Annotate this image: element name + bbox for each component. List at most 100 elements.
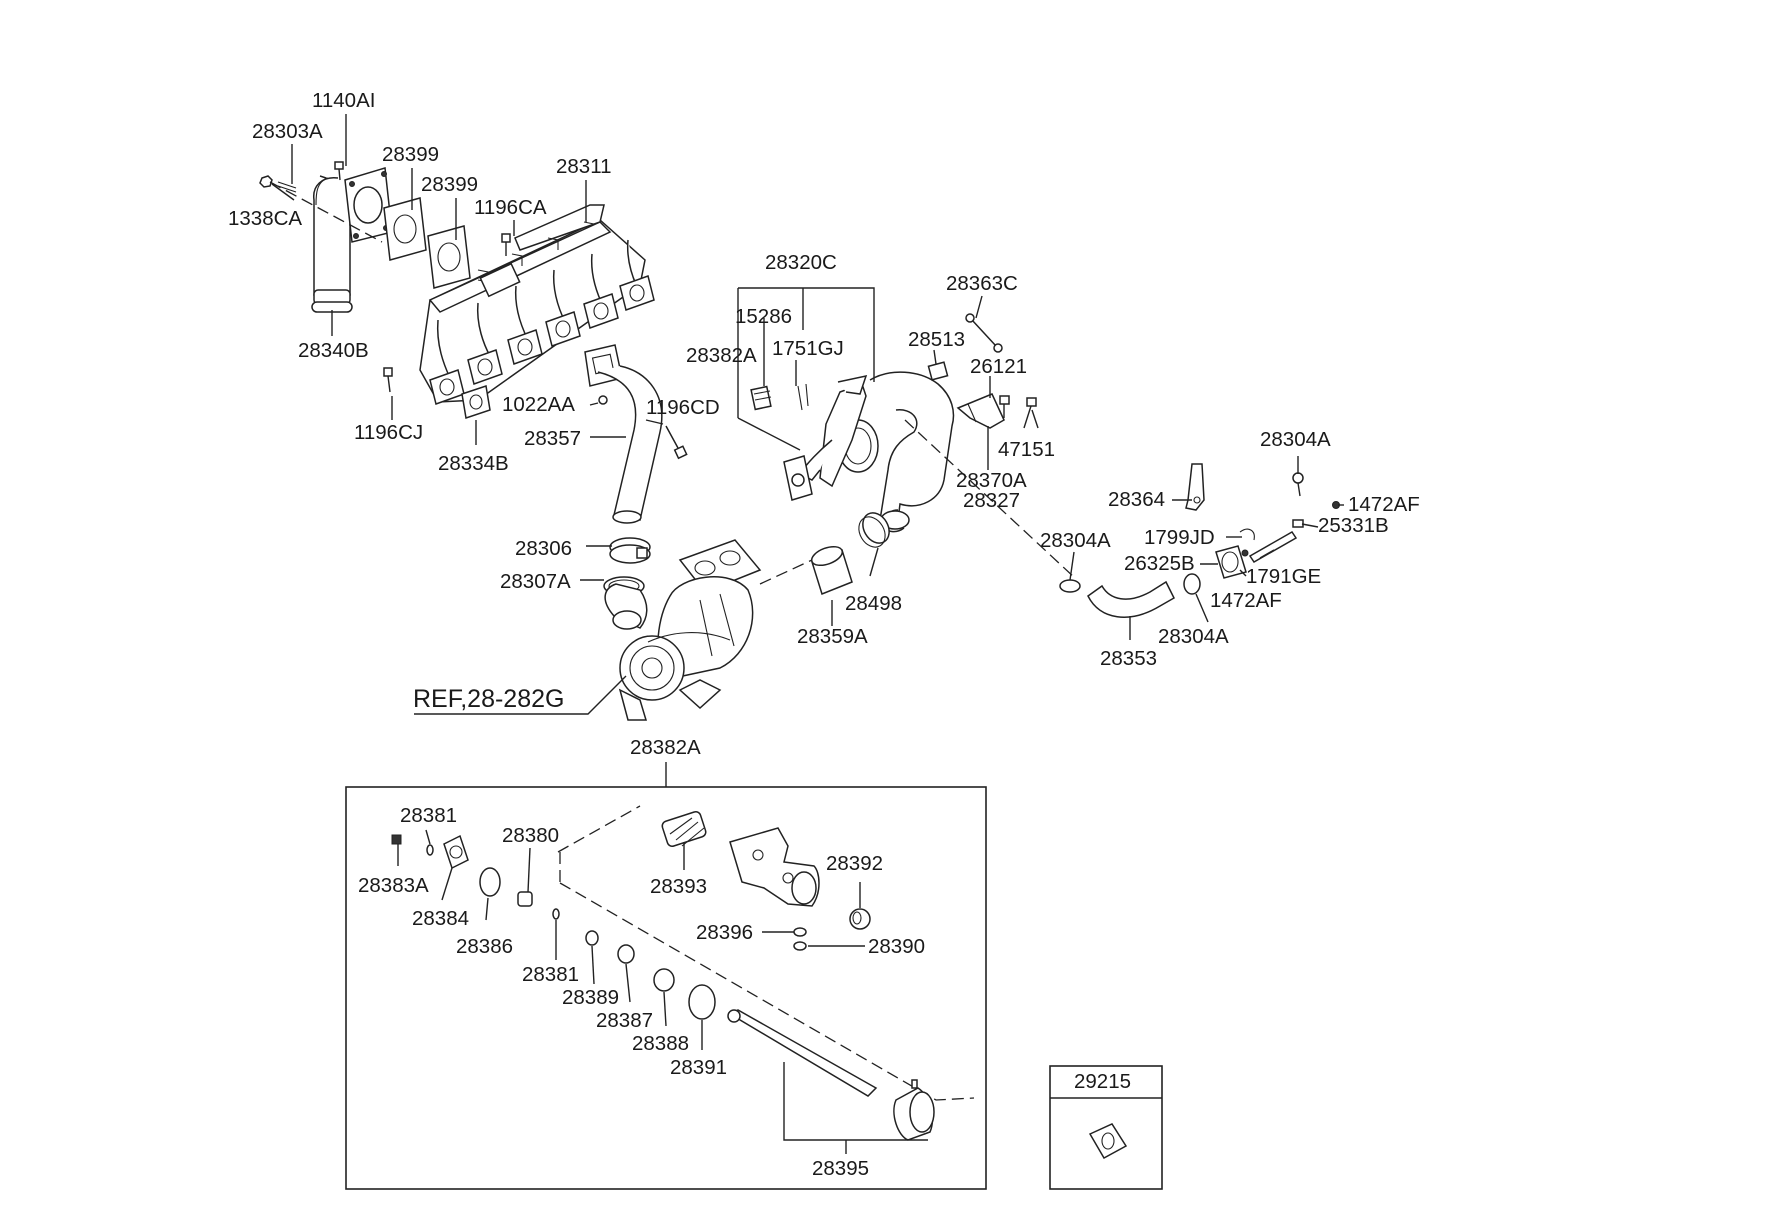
label-28363C: 28363C — [946, 272, 1018, 295]
label-28395: 28395 — [812, 1157, 869, 1180]
label-28381-top: 28381 — [400, 804, 457, 827]
label-1196CJ: 1196CJ — [354, 421, 423, 444]
connecting-pipe-28357 — [584, 344, 663, 524]
label-28391: 28391 — [670, 1056, 727, 1079]
hose-clamp-28306 — [609, 537, 651, 564]
label-28383A: 28383A — [358, 874, 429, 897]
bolt-1196CD — [665, 425, 688, 460]
label-28304A-left: 28304A — [1040, 529, 1111, 552]
clip-1751GJ — [797, 383, 809, 411]
label-28370A: 28370A — [956, 469, 1027, 492]
hose-clamp-28304A-right — [1183, 573, 1201, 595]
label-28304A-top: 28304A — [1260, 428, 1331, 451]
label-1472AF-b: 1472AF — [1210, 589, 1282, 612]
label-1338CA: 1338CA — [228, 207, 302, 230]
bracket-25331B — [1292, 519, 1304, 528]
label-28364: 28364 — [1108, 488, 1165, 511]
sensor-26325B — [1215, 545, 1247, 579]
intake-elbow-28320C — [837, 371, 955, 533]
housing-28392 — [729, 827, 820, 907]
sleeve-28513 — [927, 361, 949, 381]
label-28387: 28387 — [596, 1009, 653, 1032]
label-28359A: 28359A — [797, 625, 868, 648]
label-28340B: 28340B — [298, 339, 369, 362]
spring-28393 — [661, 811, 707, 847]
label-25331B: 25331B — [1318, 514, 1389, 537]
plug-28380 — [517, 891, 533, 907]
cover-28384 — [443, 834, 469, 870]
label-28304A-right: 28304A — [1158, 625, 1229, 648]
label-1196CA: 1196CA — [474, 196, 547, 219]
label-15286: 15286 — [735, 305, 792, 328]
bracket-28364 — [1185, 463, 1205, 511]
label-28384: 28384 — [412, 907, 469, 930]
bushing-28388 — [653, 968, 675, 992]
bolt-1140AI — [334, 161, 344, 181]
label-1022AA: 1022AA — [502, 393, 575, 416]
label-1799JD: 1799JD — [1144, 526, 1215, 549]
label-28513: 28513 — [908, 328, 965, 351]
subassembly-dash-frame — [557, 805, 975, 1101]
exhaust-elbow-pipe — [311, 167, 393, 313]
bolt-47151 — [1023, 397, 1037, 429]
nut-1472AF-b — [1241, 549, 1249, 557]
clip-1799JD — [1239, 528, 1255, 541]
label-1791GE: 1791GE — [1246, 565, 1321, 588]
exhaust-manifold — [419, 204, 655, 405]
label-28353: 28353 — [1100, 647, 1157, 670]
wastegate-actuator-bracket — [783, 374, 868, 501]
nut-1022AA — [598, 395, 608, 405]
label-1472AF-a: 1472AF — [1348, 493, 1420, 516]
bolt-28304A-top — [1292, 472, 1304, 497]
bushing-28387 — [617, 944, 635, 964]
gasket-28399-b — [427, 225, 471, 289]
label-28388: 28388 — [632, 1032, 689, 1055]
bolt-26121 — [999, 395, 1010, 418]
label-28390: 28390 — [868, 935, 925, 958]
label-28334B: 28334B — [438, 452, 509, 475]
hose-28353 — [1087, 580, 1175, 618]
oring-28381-top — [426, 844, 434, 856]
leader-lines — [271, 114, 1344, 1154]
label-28389: 28389 — [562, 986, 619, 1009]
intake-hose-28359A — [810, 545, 853, 595]
bolt-1196CJ — [383, 367, 393, 393]
label-28498: 28498 — [845, 592, 902, 615]
oring-28381-bottom — [552, 908, 560, 920]
oring-28386 — [479, 867, 501, 897]
part-box-29215 — [1049, 1065, 1163, 1190]
label-26325B: 26325B — [1124, 552, 1195, 575]
shaft-28395 — [727, 1009, 935, 1141]
label-28320C: 28320C — [765, 251, 837, 274]
bolt-1196CA — [501, 233, 511, 256]
label-28396: 28396 — [696, 921, 753, 944]
label-26121: 26121 — [970, 355, 1027, 378]
pipe-1791GE — [1248, 531, 1298, 563]
centerline-elbow-flange — [269, 181, 383, 243]
stud-28303A — [277, 181, 297, 193]
bolt-28383A — [391, 834, 402, 845]
washer-28389 — [585, 930, 599, 946]
spring-15286 — [750, 385, 772, 411]
centerline-turbo-to-hose — [759, 559, 813, 585]
label-28357: 28357 — [524, 427, 581, 450]
seal-28391 — [688, 984, 716, 1020]
label-28399-b: 28399 — [421, 173, 478, 196]
label-28382A-box: 28382A — [630, 736, 701, 759]
label-28380: 28380 — [502, 824, 559, 847]
link-rod-28363C — [965, 313, 1003, 353]
nut-1338CA — [259, 175, 273, 188]
label-28393: 28393 — [650, 875, 707, 898]
label-28381-bottom: 28381 — [522, 963, 579, 986]
label-28311: 28311 — [556, 155, 611, 178]
washer-28396 — [793, 927, 807, 951]
label-28386: 28386 — [456, 935, 513, 958]
hose-clamp-28304A-left — [1059, 579, 1081, 593]
hose-clamp-28498 — [858, 512, 890, 548]
label-29215: 29215 — [1074, 1070, 1131, 1093]
label-1196CD: 1196CD — [646, 396, 720, 419]
label-1140AI: 1140AI — [312, 89, 375, 112]
label-ref-28-282G: REF,28-282G — [413, 685, 564, 713]
label-28382A-top: 28382A — [686, 344, 757, 367]
